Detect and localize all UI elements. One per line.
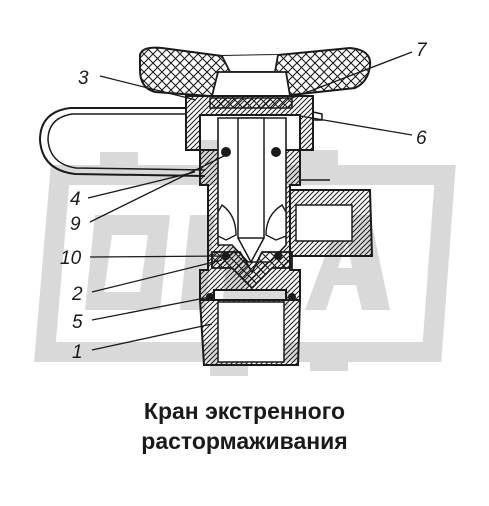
- caption: Кран экстренного растормаживания: [0, 396, 489, 456]
- label-6: 6: [416, 128, 427, 149]
- side-outlet: [289, 179, 374, 257]
- valve-body: [199, 117, 301, 301]
- label-4: 4: [70, 189, 81, 210]
- handle-knob: [139, 46, 372, 97]
- caption-line-2: растормаживания: [141, 428, 348, 454]
- label-3: 3: [78, 68, 89, 89]
- leader-lines: [87, 51, 413, 351]
- lower-nipple: [198, 293, 302, 366]
- spring-clip: [38, 107, 206, 177]
- cap-nut: [185, 95, 323, 151]
- label-1: 1: [72, 342, 83, 363]
- label-2: 2: [71, 284, 83, 305]
- label-9: 9: [70, 214, 81, 235]
- caption-line-1: Кран экстренного: [143, 398, 346, 424]
- label-7: 7: [416, 40, 428, 61]
- label-10: 10: [60, 248, 82, 269]
- label-5: 5: [72, 312, 83, 333]
